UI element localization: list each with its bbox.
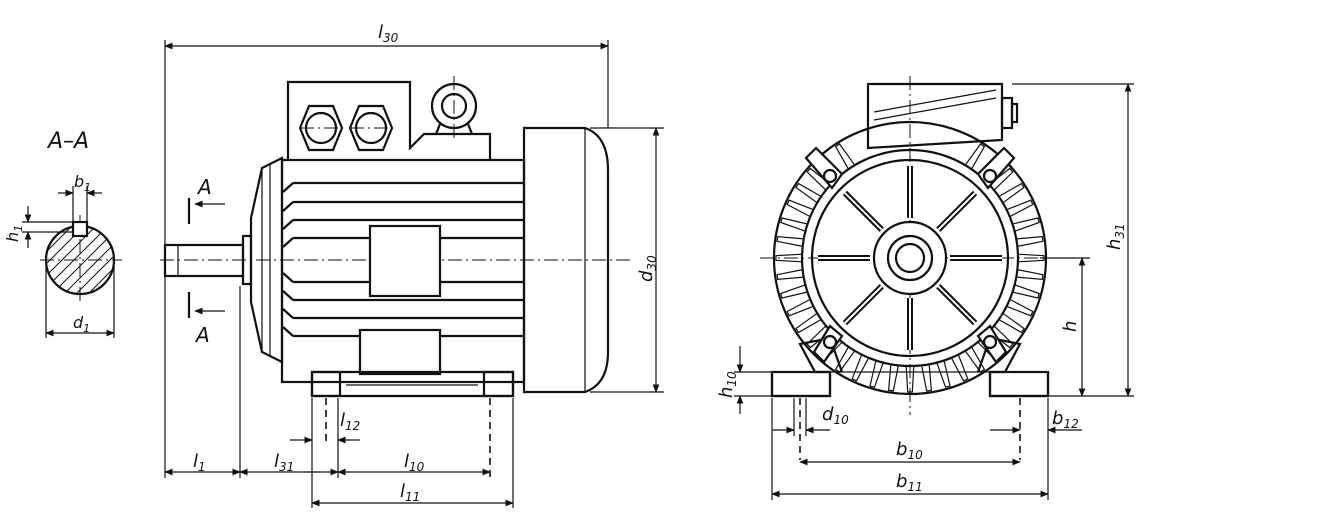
section-title: A–A [46,129,89,154]
cable-gland-1 [298,104,344,152]
hub-outer [872,220,948,296]
hub-inner [894,242,926,274]
nameplate-window [368,224,442,298]
dim-l12: l12 [340,410,360,433]
frame-rib [795,182,822,204]
frame-rib [775,253,803,263]
dim-l31: l31 [274,451,294,474]
dim-d10: d10 [822,404,849,427]
dim-l11: l11 [400,481,420,504]
frame-rib [1012,284,1040,299]
frame-rib [1006,199,1034,218]
frame-rib [936,360,951,388]
dim-d1: d1 [73,313,90,335]
dim-l30: l30 [378,22,399,45]
hub-mid [886,234,934,282]
motor-side-view: A A [160,22,664,508]
bolt-lug-bottom-left [812,324,844,364]
end-view-terminal-box [866,82,1019,150]
frame-rib [905,365,915,393]
motor-feet [310,370,515,398]
frame-rib [921,364,933,392]
frame-rib [1016,269,1044,281]
dim-h10: h10 [716,371,739,398]
fan-cover-spoke-gap [844,285,883,324]
dim-b12: b12 [1052,408,1079,431]
lower-plate [358,328,442,376]
frame-rib [795,312,822,334]
frame-rib [998,182,1025,204]
lifting-eye [430,76,478,140]
frame-rib [776,269,804,281]
frame-rib [869,360,884,388]
dim-b11: b11 [896,471,923,494]
frame-rib [780,284,808,299]
dim-h31: h31 [1104,223,1127,250]
dim-l10: l10 [404,451,425,474]
motor-end-view: h31 h h10 d10 b12 b10 b11 [716,76,1134,500]
frame-rib [851,354,870,382]
terminal-box [286,80,492,160]
fan-cover-spoke-gap [937,285,976,324]
frame-rib [1012,217,1040,232]
frame-rib [780,217,808,232]
frame-rib [1016,235,1044,247]
dim-h1: h1 [3,225,25,242]
frame-rib [786,199,814,218]
cable-gland-2 [348,104,394,152]
fan-cover [522,126,610,394]
frame-rib [776,235,804,247]
shaft-section-view: A–A b1 [3,129,122,338]
frame-rib [998,312,1025,334]
fan-cover-spokes [818,166,1002,350]
dim-b10: b10 [896,439,923,462]
fan-cover-spoke-gap [937,192,976,231]
dim-l1: l1 [193,451,206,474]
frame-rib [964,143,986,170]
dim-d30: d30 [636,255,659,282]
dim-b1: b1 [74,172,91,194]
svg-text:A: A [194,323,210,347]
bolt-lug-top-right [976,146,1016,190]
section-mark-bottom: A [187,292,225,347]
frame-rib [834,143,856,170]
frame-rib [964,346,986,373]
frame-rib [834,346,856,373]
frame-rib [1006,298,1034,317]
fan-cover-spoke-gap [844,192,883,231]
key [71,220,89,238]
dim-h: h [1060,321,1081,332]
frame-rib [887,364,899,392]
frame-rib [786,298,814,317]
section-mark-top: A [187,175,225,224]
bolt-lug-bottom-right [976,324,1008,364]
frame-rib [950,354,969,382]
svg-text:A: A [196,175,212,199]
bolt-lug-top-left [804,146,844,190]
frame-inner [800,148,1020,368]
fan-cover-front [810,158,1010,358]
